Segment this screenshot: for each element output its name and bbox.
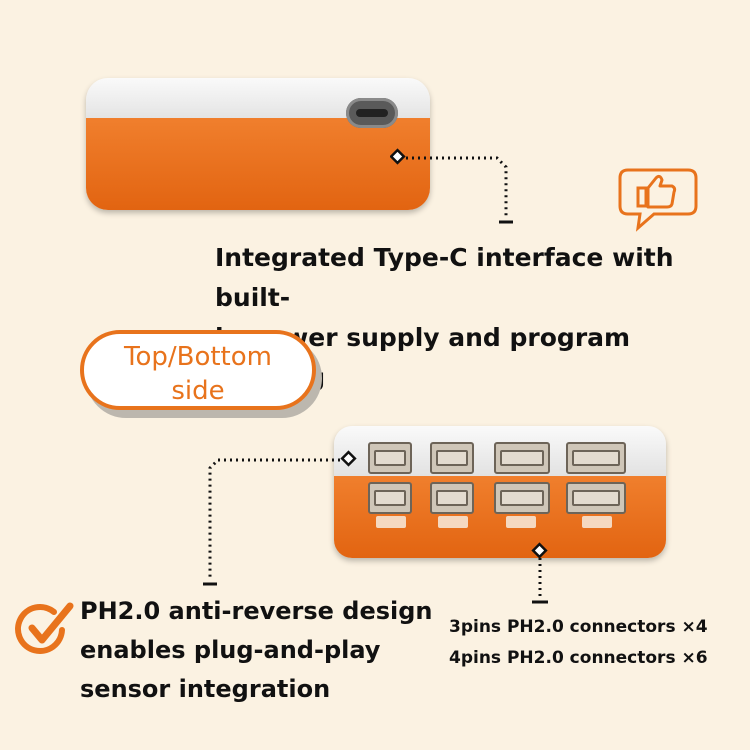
pin-label — [376, 516, 406, 528]
device-connector-side — [334, 426, 666, 558]
device-orange-shell — [86, 118, 430, 210]
device-type-c-side — [86, 78, 430, 210]
thumbs-up-speech-bubble-icon — [618, 168, 698, 232]
ph2-connector — [494, 482, 550, 514]
ph2-connector — [566, 442, 626, 474]
pin-label — [582, 516, 612, 528]
ph2-connector — [430, 442, 474, 474]
feature-line-3: sensor integration — [80, 675, 331, 703]
pin-label — [506, 516, 536, 528]
ph2-connector — [368, 442, 412, 474]
feature-line-2: enables plug-and-play — [80, 636, 381, 664]
connector-specs: 3pins PH2.0 connectors ×4 4pins PH2.0 co… — [449, 612, 749, 674]
badge-line-1: Top/Bottom — [123, 342, 272, 372]
pin-label — [438, 516, 468, 528]
usb-c-port-icon — [346, 98, 398, 128]
ph2-connector — [494, 442, 550, 474]
callout-line-type-c — [390, 148, 513, 224]
ph2-connector — [430, 482, 474, 514]
side-badge: Top/Bottom side — [80, 330, 316, 410]
spec-3pin: 3pins PH2.0 connectors ×4 — [449, 617, 708, 637]
callout-line-anti-reverse — [203, 450, 357, 586]
spec-4pin: 4pins PH2.0 connectors ×6 — [449, 648, 708, 668]
feature-line-1: PH2.0 anti-reverse design — [80, 597, 433, 625]
checkmark-circle-icon — [15, 602, 74, 654]
headline-line-1: Integrated Type-C interface with built- — [215, 243, 674, 312]
callout-line-connectors — [531, 542, 548, 604]
badge-line-2: side — [171, 376, 225, 406]
ph2-connector — [566, 482, 626, 514]
ph2-connector — [368, 482, 412, 514]
anti-reverse-feature-text: PH2.0 anti-reverse design enables plug-a… — [80, 592, 440, 709]
